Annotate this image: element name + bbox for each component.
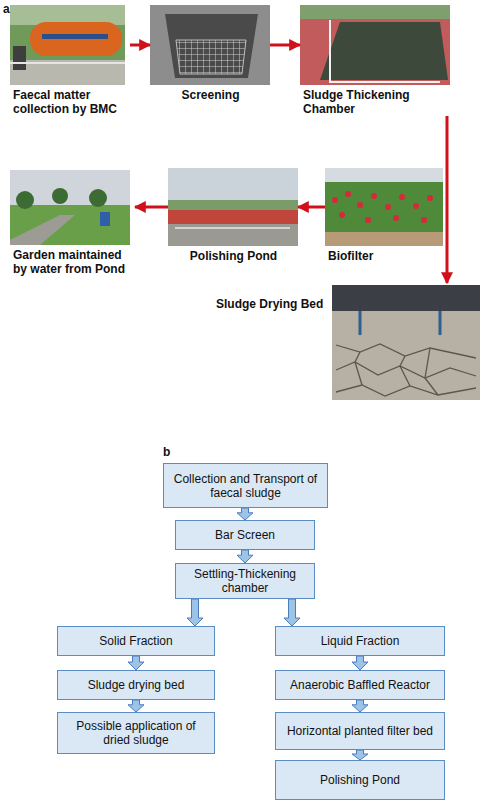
process-box: Horizontal planted filter bed [275, 712, 445, 750]
railing [175, 227, 290, 229]
railing [10, 62, 125, 64]
worker-figure [13, 46, 26, 70]
photo-step: Faecal matter collection by BMC [10, 5, 130, 116]
box-label: Possible application of dried sludge [64, 719, 208, 747]
tree [16, 191, 34, 209]
process-box: Collection and Transport of faecal sludg… [163, 463, 328, 508]
photo-step: Polishing Pond [168, 168, 298, 263]
photo-ground [325, 232, 443, 246]
box-label: Settling-Thickening chamber [182, 567, 308, 595]
tanker-tank [30, 22, 122, 56]
photo-caption: Biofilter [325, 246, 443, 263]
screen-grid [176, 40, 246, 74]
block-arrow [187, 599, 203, 626]
panel-letter: a [3, 2, 10, 16]
railing [330, 20, 440, 82]
block-arrow [237, 550, 253, 563]
process-box: Anaerobic Baffled Reactor [275, 670, 445, 700]
pond-track [168, 210, 298, 224]
photo-caption: Sludge Drying Bed [210, 283, 326, 403]
photo-step: Screening [150, 5, 270, 102]
photo-background [332, 285, 480, 400]
box-label: Sludge drying bed [88, 678, 185, 692]
block-arrow [128, 700, 144, 712]
box-label: Polishing Pond [320, 773, 400, 787]
photo-caption: Screening [150, 85, 270, 102]
shed-roof [332, 285, 480, 311]
flow-arrow [270, 44, 300, 47]
photo-sky [168, 168, 298, 246]
block-arrow [237, 508, 253, 520]
photo-caption: Faecal matter collection by BMC [10, 85, 130, 116]
flow-arrow [130, 44, 150, 47]
process-box: Polishing Pond [275, 760, 445, 800]
box-label: Anaerobic Baffled Reactor [290, 678, 430, 692]
photo-trees [168, 200, 298, 210]
process-box: Liquid Fraction [275, 626, 445, 656]
thickening-tank [320, 22, 448, 80]
box-label: Collection and Transport of faecal sludg… [170, 472, 321, 500]
block-arrow [352, 656, 368, 670]
photo-sky [325, 168, 443, 182]
photo-step: Garden maintained by water from Pond [10, 170, 135, 276]
photo-caption: Garden maintained by water from Pond [10, 245, 135, 276]
photo-step: Biofilter [325, 168, 443, 263]
process-box: Sludge drying bed [57, 670, 215, 700]
block-arrow [352, 750, 368, 760]
process-box: Possible application of dried sludge [57, 712, 215, 754]
flow-arrow [135, 206, 168, 209]
photo-background [150, 5, 270, 85]
box-label: Horizontal planted filter bed [287, 724, 433, 738]
process-box: Settling-Thickening chamber [175, 563, 315, 599]
shed-pillar [359, 311, 362, 335]
pond-edge [168, 224, 298, 246]
bin [100, 212, 110, 226]
photo-background [10, 5, 125, 85]
photo-step: Sludge Drying Bed [210, 283, 482, 403]
photo-caption: Sludge Thickening Chamber [300, 85, 450, 116]
screen-chamber [165, 14, 258, 78]
box-label: Solid Fraction [99, 634, 172, 648]
block-arrow [284, 599, 300, 626]
photo-sky [10, 170, 130, 245]
tree [89, 189, 107, 207]
process-box: Bar Screen [175, 520, 315, 550]
tree [52, 188, 68, 204]
mud-cracks [336, 344, 476, 396]
photo-ground [10, 60, 125, 85]
photo-caption: Polishing Pond [168, 246, 298, 263]
photo-step: Sludge Thickening Chamber [300, 5, 450, 116]
photo-background [325, 168, 443, 246]
shed-pillar [439, 311, 442, 335]
photo-lawn [10, 205, 130, 245]
flow-arrow [298, 206, 325, 209]
block-arrow [128, 656, 144, 670]
garden-path [10, 215, 75, 245]
tanker-stripe [42, 34, 108, 39]
photo-trees [300, 5, 450, 19]
process-box: Solid Fraction [57, 626, 215, 656]
box-label: Bar Screen [215, 528, 275, 542]
photo-background [300, 5, 450, 85]
box-label: Liquid Fraction [321, 634, 400, 648]
block-arrow [352, 700, 368, 712]
flowers [332, 191, 433, 223]
flow-arrow [446, 116, 449, 283]
panel-letter: b [163, 445, 170, 459]
